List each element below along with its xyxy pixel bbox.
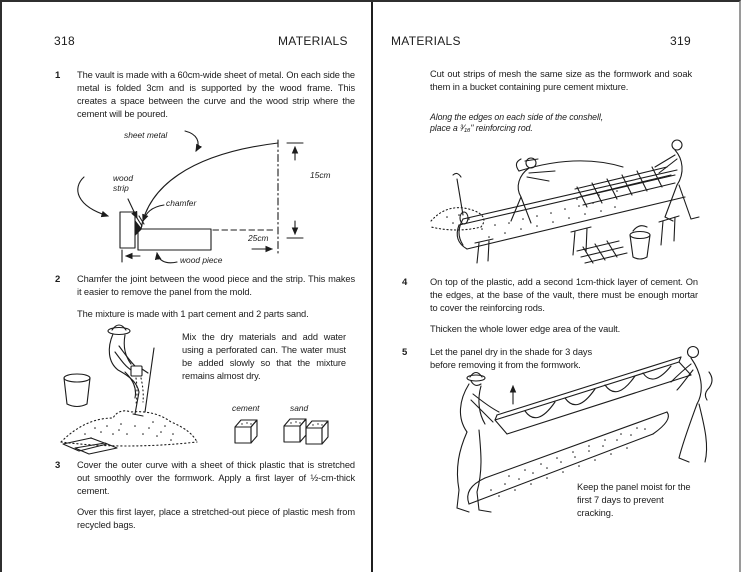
reinforcing-rod-note: Along the edges on each side of the cons… bbox=[430, 112, 604, 133]
step-3-number: 3 bbox=[55, 460, 61, 471]
cement-label: cement bbox=[232, 403, 260, 413]
sand-cubes-icon bbox=[283, 418, 329, 445]
page-header-left: MATERIALS bbox=[278, 34, 348, 48]
mold-diagram-drawing bbox=[77, 130, 304, 264]
page-header-right: MATERIALS bbox=[391, 34, 461, 48]
page-number-right: 319 bbox=[670, 34, 691, 48]
mesh-strips-text: Cut out strips of mesh the same size as … bbox=[430, 69, 692, 92]
label-wood-strip: wood strip bbox=[113, 173, 134, 193]
formwork-removal-illustration bbox=[456, 345, 713, 513]
label-height-15cm: 15cm bbox=[310, 170, 331, 180]
left-page: 318 MATERIALS 1 The vault is made with a… bbox=[2, 2, 371, 572]
mixing-illustration bbox=[60, 324, 198, 455]
mesh-laying-illustration bbox=[430, 139, 700, 264]
step-3-mesh-text: Over this first layer, place a stretched… bbox=[77, 507, 355, 530]
step-2-mixture-text: The mixture is made with 1 part cement a… bbox=[77, 309, 309, 319]
cement-sand-figure: cement sand bbox=[224, 403, 348, 454]
page-number-left: 318 bbox=[54, 34, 75, 48]
step-4-text: On top of the plastic, add a second 1cm-… bbox=[430, 277, 698, 313]
sand-label: sand bbox=[290, 403, 309, 413]
step-2-number: 2 bbox=[55, 274, 61, 285]
keep-moist-caption: Keep the panel moist for the first 7 day… bbox=[577, 482, 691, 518]
step-5-number: 5 bbox=[402, 347, 408, 358]
step-1-number: 1 bbox=[55, 70, 61, 81]
step-4-thicken-text: Thicken the whole lower edge area of the… bbox=[430, 324, 621, 334]
label-width-25cm: 25cm bbox=[248, 233, 269, 243]
step-4-number: 4 bbox=[402, 277, 408, 288]
right-page: MATERIALS 319 Cut out strips of mesh the… bbox=[373, 2, 739, 572]
vault-mold-diagram: sheet metal wood strip chamfer 15cm 25cm… bbox=[54, 128, 356, 280]
step-2-text: Chamfer the joint between the wood piece… bbox=[77, 274, 355, 297]
step-5-text: Let the panel dry in the shade for 3 day… bbox=[430, 347, 592, 370]
label-wood-piece: wood piece bbox=[180, 255, 223, 265]
cement-cube-icon bbox=[234, 419, 258, 444]
label-sheet-metal: sheet metal bbox=[124, 130, 168, 140]
mix-water-note: Mix the dry materials and add water usin… bbox=[182, 332, 346, 381]
page-divider bbox=[371, 2, 373, 572]
step-3-text: Cover the outer curve with a sheet of th… bbox=[77, 460, 355, 496]
label-chamfer: chamfer bbox=[166, 198, 197, 208]
step-1-text: The vault is made with a 60cm-wide sheet… bbox=[77, 70, 355, 119]
